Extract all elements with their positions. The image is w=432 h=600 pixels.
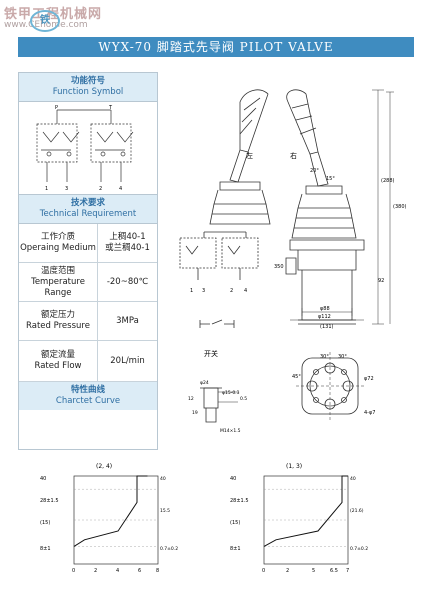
x-tick: 2 <box>94 568 97 574</box>
spec-key-en: Rated Pressure <box>26 321 90 331</box>
technical-requirement-cn: 技术要求 <box>70 198 105 208</box>
spec-key-cn: 额定压力 <box>40 310 75 320</box>
x-tick: 0 <box>262 568 265 574</box>
function-symbol-diagram: 1 3 2 4 P T <box>19 102 157 195</box>
dim-131: (131) <box>320 324 333 330</box>
right-tick: 40 <box>160 476 166 482</box>
dim-holes: 4-φ7 <box>364 410 375 416</box>
x-tick: 4 <box>116 568 119 574</box>
chart-2-4: (2, 4) 40 28±1.5 (15) 8±1 0 2 4 6 8 40 1… <box>40 463 178 574</box>
technical-drawing: 左 右 开关 (288) (380) 92 350 φ88 φ112 (131)… <box>179 89 406 434</box>
hydraulic-symbol: 1 3 2 4 P T <box>36 105 134 192</box>
x-tick: 6.5 <box>330 568 338 574</box>
y-tick: 40 <box>40 476 46 482</box>
right-pedal <box>286 89 319 155</box>
spec-key-cn: 额定流量 <box>40 350 75 360</box>
port-num-1: 1 <box>190 288 193 294</box>
port-t: T <box>108 105 113 111</box>
port-num-3: 3 <box>202 288 205 294</box>
dim-19: 19 <box>192 410 198 416</box>
spec-key-cn: 温度范围 <box>40 265 75 276</box>
x-tick: 7 <box>346 568 349 574</box>
site-logo: 铁 <box>30 10 60 32</box>
function-symbol-en: Function Symbol <box>52 87 124 97</box>
dim-phi112: φ112 <box>318 314 331 320</box>
dim-350: 350 <box>274 264 284 270</box>
spec-value: -20~80℃ <box>106 276 149 287</box>
spec-value-2: 或兰稠40-1 <box>105 243 150 253</box>
spec-key-en: Rated Flow <box>34 361 82 371</box>
spec-panel: 功能符号 Function Symbol 1 3 2 4 P T 技术要求 <box>18 72 158 450</box>
port-num-4: 4 <box>244 288 247 294</box>
charct-curve-cn: 特性曲线 <box>70 385 105 395</box>
x-tick: 2 <box>286 568 289 574</box>
function-symbol-header: 功能符号 Function Symbol <box>19 73 157 102</box>
x-tick: 8 <box>156 568 159 574</box>
port-4: 4 <box>119 186 122 192</box>
spec-value: 20L/min <box>110 355 145 366</box>
dim-ang45: 45° <box>292 374 301 380</box>
y-tick: 8±1 <box>40 546 51 552</box>
port-p: P <box>55 105 58 111</box>
port-3: 3 <box>65 186 68 192</box>
dim-phi72: φ72 <box>364 376 374 382</box>
dim-phi24: φ24 <box>200 380 209 386</box>
right-tick: 0.7±0.2 <box>350 546 368 552</box>
x-tick: 6 <box>138 568 141 574</box>
dim-380: (380) <box>393 204 406 210</box>
curve-line <box>263 475 348 547</box>
spec-key-cn: 工作介质 <box>40 232 75 242</box>
technical-requirement-en: Technical Requirement <box>39 209 137 219</box>
right-label: 右 <box>290 151 297 160</box>
y-tick: (15) <box>40 520 50 526</box>
right-tick: 0.7±0.2 <box>160 546 178 552</box>
y-tick: 8±1 <box>230 546 241 552</box>
chart-1-3: (1, 3) 40 28±1.5 (15) 8±1 0 2 5 6.5 7 40… <box>230 463 368 574</box>
dim-ang15: 15° <box>326 176 335 182</box>
right-tick: 40 <box>350 476 356 482</box>
page-title: WYX-70 脚踏式先导阀 PILOT VALVE <box>18 37 414 57</box>
y-tick: 28±1.5 <box>40 498 59 504</box>
dim-05: 0.5 <box>240 396 247 402</box>
spec-key-en: Operaing Medium <box>20 243 96 253</box>
dim-ang30b: 30° <box>338 354 347 360</box>
x-tick: 5 <box>312 568 315 574</box>
right-tick: 15.5 <box>160 508 170 514</box>
curve-line <box>73 475 148 547</box>
chart-title: (2, 4) <box>96 463 112 470</box>
y-tick: (15) <box>230 520 240 526</box>
spec-key-en: Temperature Range <box>31 276 85 298</box>
port-num-2: 2 <box>230 288 233 294</box>
port-2: 2 <box>99 186 102 192</box>
right-tick: (21.6) <box>350 508 364 514</box>
dim-ang20: 20° <box>310 168 319 174</box>
dim-phi115: φ15-0.3 <box>222 390 240 396</box>
spec-value: 上稠40-1 <box>109 232 146 242</box>
dim-m14: M14×1.5 <box>220 428 241 434</box>
dim-92: 92 <box>378 278 384 284</box>
dim-ang30a: 30° <box>320 354 329 360</box>
left-label: 左 <box>246 151 253 160</box>
charct-curve-en: Charctet Curve <box>55 396 121 406</box>
y-tick: 28±1.5 <box>230 498 249 504</box>
charct-curve-header: 特性曲线 Charctet Curve <box>19 382 157 410</box>
dim-12: 12 <box>188 396 194 402</box>
technical-requirement-header: 技术要求 Technical Requirement <box>19 195 157 224</box>
x-tick: 0 <box>72 568 75 574</box>
function-symbol-cn: 功能符号 <box>70 76 105 86</box>
y-tick: 40 <box>230 476 236 482</box>
dim-288: (288) <box>381 178 394 184</box>
chart-title: (1, 3) <box>286 463 302 470</box>
spec-value: 3MPa <box>116 315 139 326</box>
switch-label: 开关 <box>204 349 218 358</box>
left-pedal <box>239 89 269 153</box>
port-1: 1 <box>45 186 48 192</box>
dim-phi88: φ88 <box>320 306 330 312</box>
